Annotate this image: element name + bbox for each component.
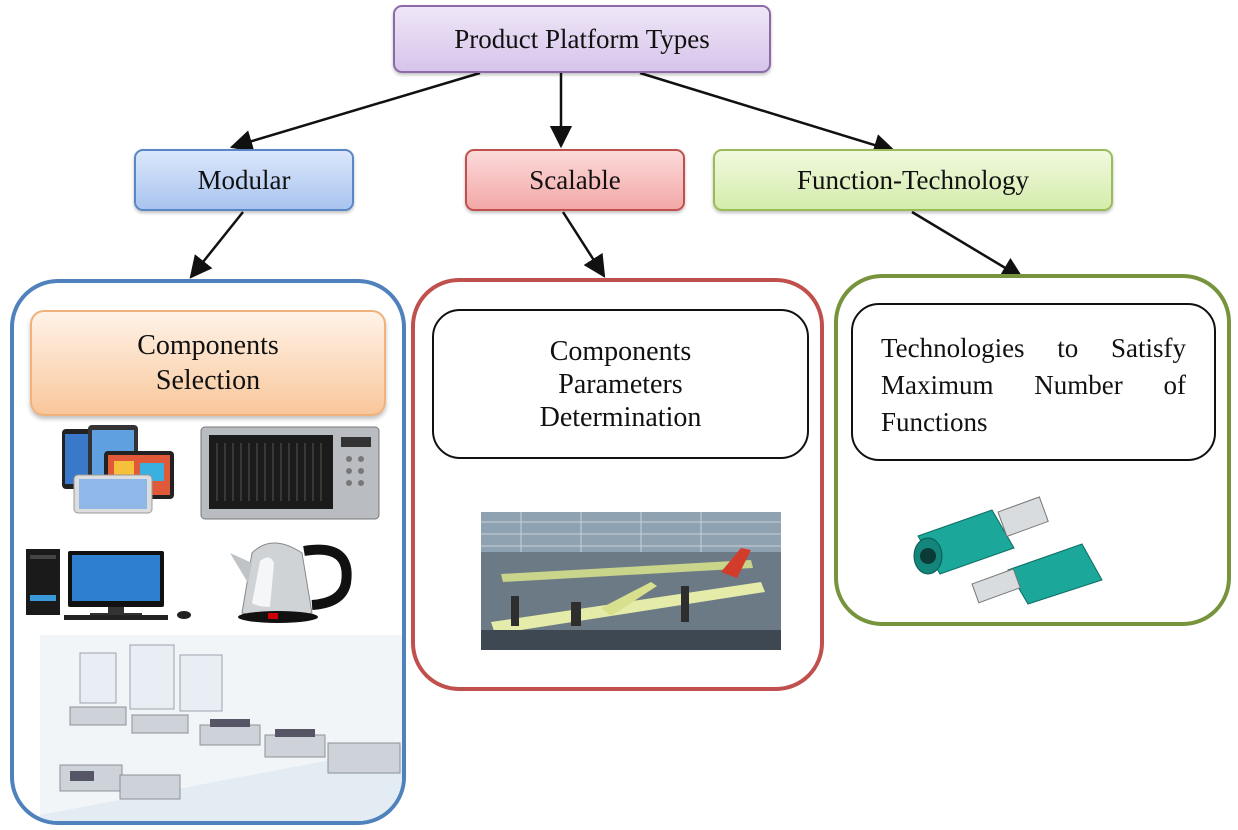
arrow-modular-to-panel bbox=[189, 211, 244, 279]
modular-line-1: Components bbox=[137, 330, 279, 361]
arrow-function-to-panel bbox=[911, 210, 1024, 280]
modular-line-2: Selection bbox=[155, 365, 261, 396]
arrow-root-to-function bbox=[639, 71, 897, 156]
arrow-root-to-modular bbox=[229, 71, 481, 152]
modular-label: Modular bbox=[197, 164, 291, 195]
usb-adapter-image bbox=[913, 496, 1103, 605]
components-parameters-box: Components Parameters Determination bbox=[432, 309, 809, 459]
function-technology-label: Function-Technology bbox=[796, 164, 1030, 195]
function-technology-node: Function-Technology bbox=[713, 149, 1113, 211]
microwave-image bbox=[200, 426, 380, 520]
technologies-box: Technologies to Satisfy Maximum Number o… bbox=[851, 303, 1216, 461]
scalable-line-1: Components bbox=[549, 335, 692, 367]
components-selection-box: Components Selection bbox=[30, 310, 386, 416]
arrow-scalable-to-panel bbox=[561, 211, 606, 278]
scalable-label: Scalable bbox=[529, 164, 621, 195]
scalable-line-3: Determination bbox=[539, 401, 702, 433]
scalable-node: Scalable bbox=[465, 149, 685, 211]
tablets-image bbox=[62, 425, 174, 514]
aircraft-assembly-image bbox=[481, 512, 781, 650]
root-label: Product Platform Types bbox=[454, 23, 710, 54]
desktop-computer-image bbox=[26, 549, 191, 620]
modular-node: Modular bbox=[134, 149, 354, 211]
scalable-line-2: Parameters bbox=[558, 368, 683, 400]
scales-image bbox=[40, 635, 402, 821]
function-panel-text: Technologies to Satisfy Maximum Number o… bbox=[881, 332, 1186, 437]
kettle-image bbox=[230, 542, 352, 623]
root-node: Product Platform Types bbox=[393, 5, 771, 73]
